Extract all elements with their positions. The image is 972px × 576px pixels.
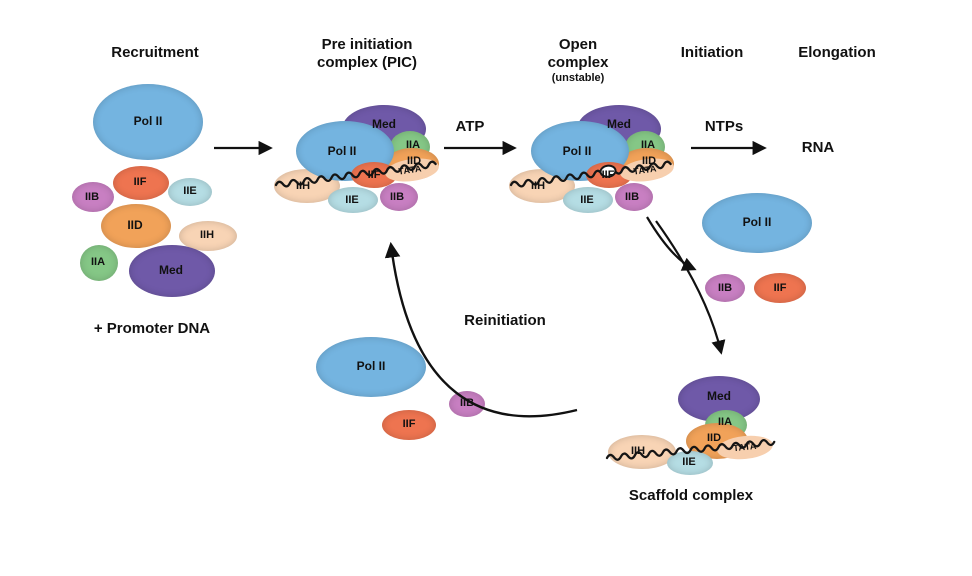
iib-blob-free — [72, 182, 114, 212]
iif-label-pic: IIF — [367, 169, 381, 181]
iif-blob-free — [113, 166, 169, 200]
med-label-free: Med — [159, 263, 183, 277]
ntps-label: NTPs — [704, 118, 744, 135]
iie-label-open: IIE — [580, 194, 594, 206]
iid-label-free: IID — [127, 218, 143, 232]
arrow-reinitiation — [384, 241, 578, 418]
pol2-label-free: Pol II — [133, 114, 163, 128]
rna-label: RNA — [801, 139, 835, 156]
scaffold-complex-label: Scaffold complex — [628, 487, 754, 504]
iia-label-pic: IIA — [405, 139, 421, 151]
iih-label-open: IIH — [530, 180, 546, 192]
iid-label-scaffold: IID — [706, 432, 722, 444]
iia-label-free: IIA — [90, 256, 106, 268]
stage-label-pic-line2: complex (PIC) — [316, 54, 418, 71]
iih-blob-free — [179, 221, 237, 251]
iie-label-scaffold: IIE — [682, 456, 696, 468]
iid-blob-free — [101, 204, 171, 248]
iie-label-free: IIE — [183, 185, 197, 197]
med-label-pic: Med — [372, 117, 396, 131]
pol2-label-pic: Pol II — [327, 144, 357, 158]
pol2-blob-free — [93, 84, 203, 160]
iie-blob-pic — [328, 187, 378, 213]
stage-label-pic-line1: Pre initiation — [321, 36, 413, 53]
iih-label-free: IIH — [199, 229, 215, 241]
iib-label-open: IIB — [624, 191, 640, 203]
iif-label-reinitiation: IIF — [402, 418, 416, 430]
stage-label-elongation: Elongation — [798, 44, 876, 61]
stage-label-initiation: Initiation — [680, 44, 744, 61]
iie-blob-open — [563, 187, 613, 213]
iia-label-open: IIA — [640, 139, 656, 151]
iib-blob-open — [615, 183, 653, 211]
stage-label-open-complex: Open complex (unstable) — [518, 36, 638, 85]
iib-label-released: IIB — [717, 282, 733, 294]
atp-label: ATP — [455, 118, 485, 135]
med-label-open: Med — [607, 117, 631, 131]
iih-label-scaffold: IIH — [630, 445, 646, 457]
iia-blob-free — [80, 245, 118, 281]
promoter-dna-label: + Promoter DNA — [93, 320, 211, 337]
pol2-label-released: Pol II — [742, 215, 772, 229]
pol2-label-open: Pol II — [562, 144, 592, 158]
iib-blob-pic — [380, 183, 418, 211]
stage-label-open-line2: complex — [547, 54, 609, 71]
iib-label-free: IIB — [84, 191, 100, 203]
iia-label-scaffold: IIA — [717, 416, 733, 428]
iib-label-pic: IIB — [389, 191, 405, 203]
stage-label-recruitment: Recruitment — [111, 44, 199, 61]
iif-label-free: IIF — [133, 176, 147, 188]
iif-blob-released — [754, 273, 806, 303]
arrow-open-to-released-factors — [646, 216, 697, 271]
iif-label-open: IIF — [601, 169, 615, 181]
med-blob-free — [129, 245, 215, 297]
stage-label-pic: Pre initiation complex (PIC) — [287, 36, 447, 72]
iib-label-reinitiation: IIB — [459, 397, 475, 409]
iie-blob-free — [168, 178, 212, 206]
stage-label-open-line1: Open — [558, 36, 598, 53]
reinitiation-label: Reinitiation — [464, 312, 546, 329]
pol2-label-reinitiation: Pol II — [356, 359, 386, 373]
iih-label-pic: IIH — [295, 180, 311, 192]
iie-label-pic: IIE — [345, 194, 359, 206]
iif-label-released: IIF — [773, 282, 787, 294]
med-label-scaffold: Med — [707, 389, 731, 403]
stage-label-open-subtitle: (unstable) — [551, 72, 605, 84]
